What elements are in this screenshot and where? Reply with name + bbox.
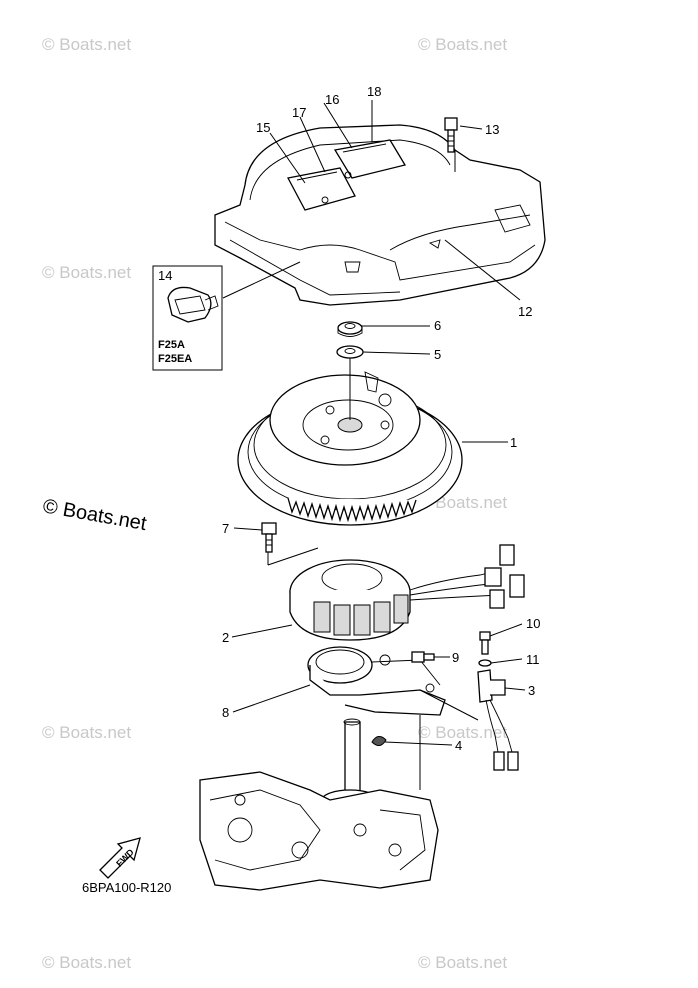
callout-11: 11 [526, 652, 540, 667]
watermark-text: © Boats.net [42, 263, 131, 282]
watermark-text: © Boats.net [42, 35, 131, 54]
callout-5: 5 [434, 347, 441, 362]
inset-model-line1: F25A [158, 339, 185, 351]
callouts: 1 2 3 4 5 6 7 8 9 10 11 12 13 14 15 16 1… [158, 84, 540, 753]
callout-14: 14 [158, 268, 172, 283]
callout-16: 16 [325, 92, 339, 107]
callout-4: 4 [455, 738, 462, 753]
bolt-7 [261, 522, 277, 553]
callout-6: 6 [434, 318, 441, 333]
fwd-arrow: FWD [99, 837, 141, 879]
callout-17: 17 [292, 105, 306, 120]
diagram-code: 6BPA100-R120 [82, 880, 171, 895]
bolt-13 [444, 117, 458, 153]
watermark-main: © Boats.net [41, 495, 148, 535]
washer-5 [336, 345, 364, 359]
nut-6 [337, 321, 363, 337]
inset-box: F25A F25EA [152, 265, 223, 371]
callout-15: 15 [256, 120, 270, 135]
washer-11 [478, 659, 492, 667]
stator [289, 544, 525, 641]
key-4 [371, 736, 387, 746]
callout-1: 1 [510, 435, 517, 450]
crankcase [199, 718, 439, 891]
callout-3: 3 [528, 683, 535, 698]
watermark-text: © Boats.net [418, 953, 507, 972]
callout-7: 7 [222, 521, 229, 536]
callout-18: 18 [367, 84, 381, 99]
callout-8: 8 [222, 705, 229, 720]
decal-16 [333, 139, 407, 179]
pulser-coil [477, 669, 519, 771]
bolt-9 [411, 651, 435, 663]
leader-lines [222, 100, 526, 790]
flywheel-cover [214, 124, 546, 306]
watermark-text: © Boats.net [418, 723, 507, 742]
callout-2: 2 [222, 630, 229, 645]
callout-9: 9 [452, 650, 459, 665]
watermark-text: © Boats.net [42, 953, 131, 972]
inset-model-line2: F25EA [158, 353, 192, 365]
bolt-10 [479, 631, 491, 655]
callout-12: 12 [518, 304, 532, 319]
flywheel [237, 371, 463, 526]
watermark-text: © Boats.net [418, 35, 507, 54]
callout-10: 10 [526, 616, 540, 631]
callout-13: 13 [485, 122, 499, 137]
watermark-text: © Boats.net [42, 723, 131, 742]
